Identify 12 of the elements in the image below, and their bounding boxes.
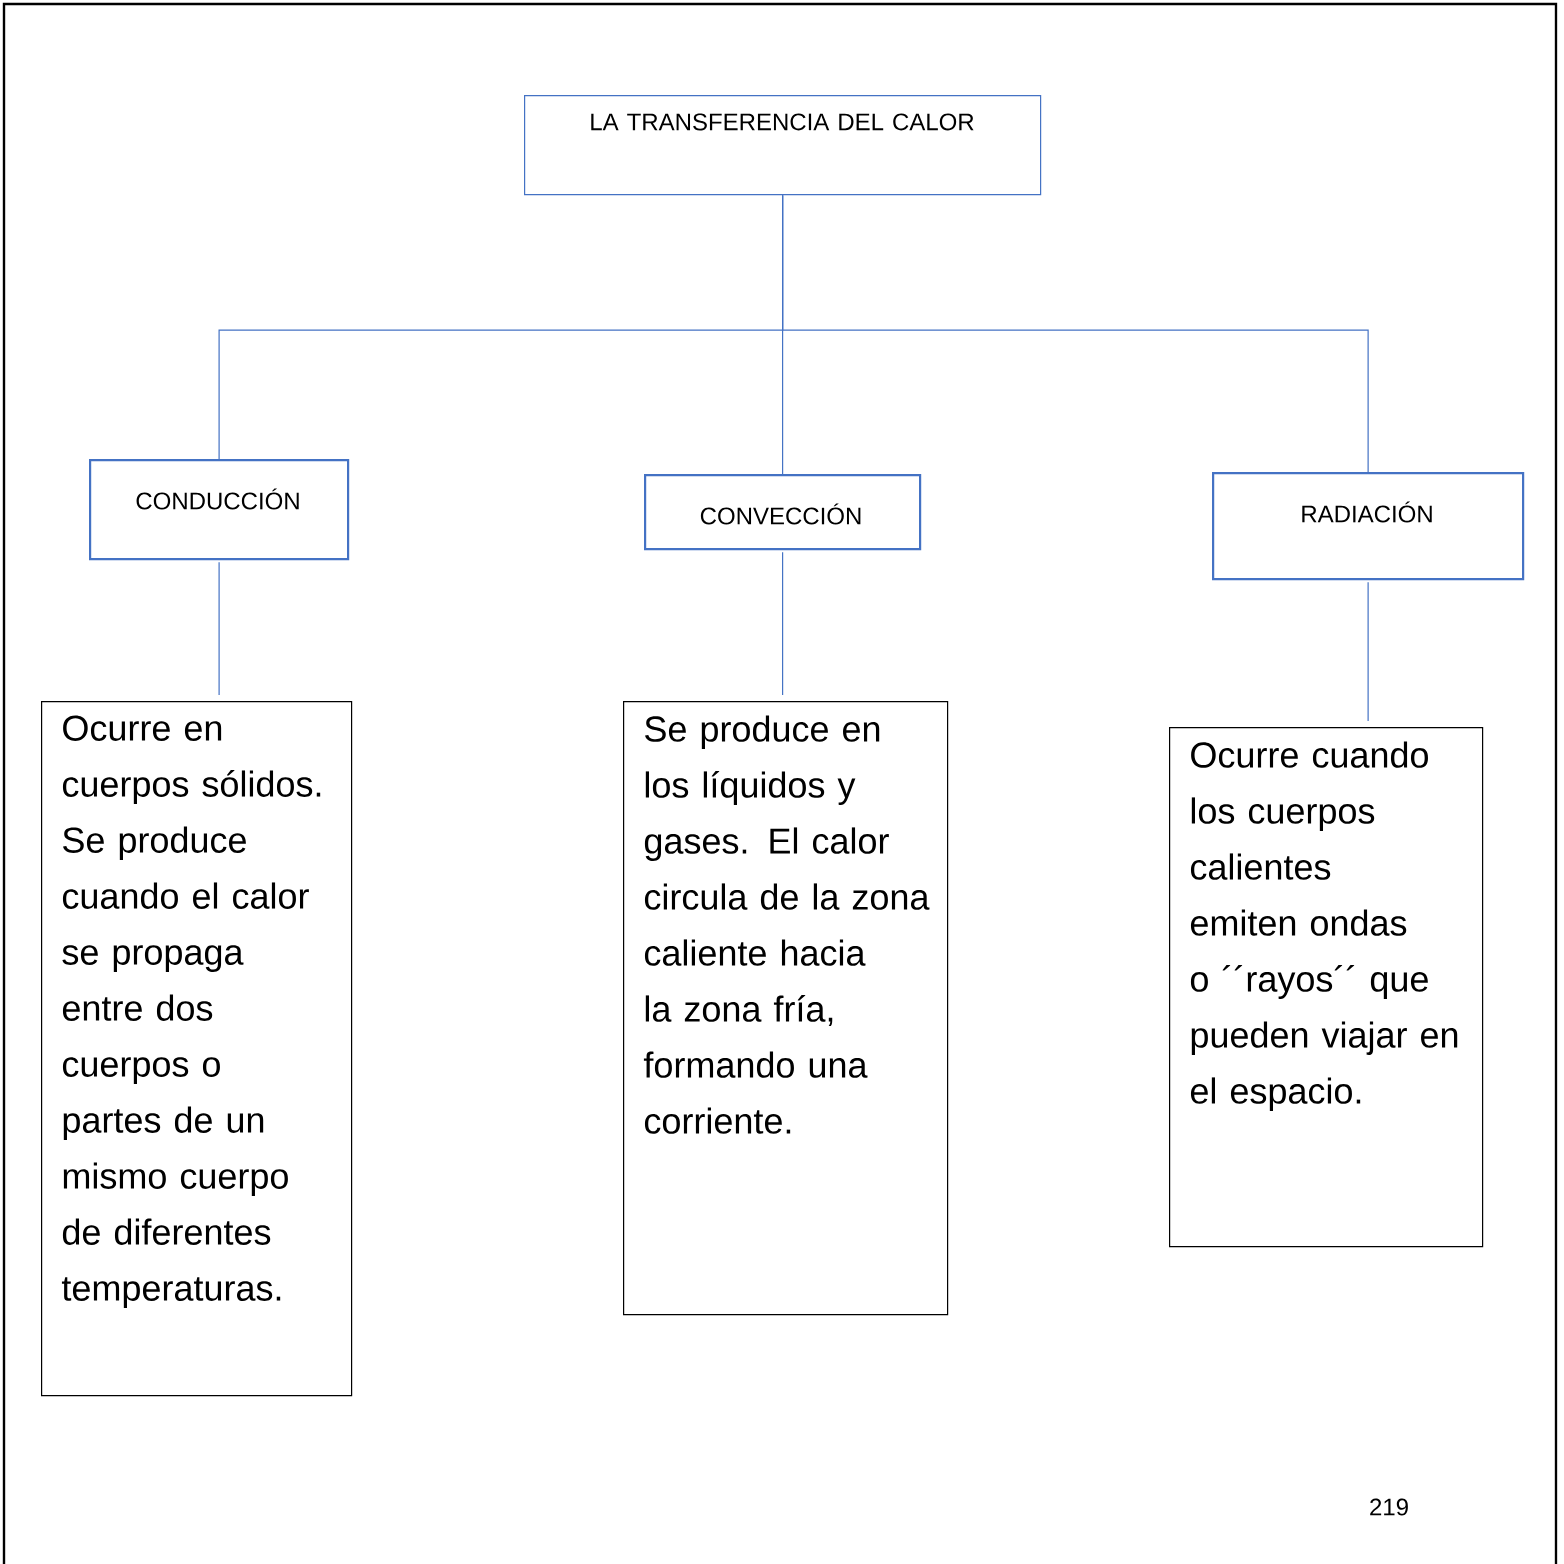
page-number: 219 xyxy=(1370,1498,1408,1516)
title-box: LA TRANSFERENCIA DEL CALOR xyxy=(524,95,1042,196)
description-box: Ocurre cuando los cuerpos calientes emiten ondas o ´´rayos´´ que pueden viajar en el espacio. xyxy=(1169,727,1484,1248)
category-box: CONVECCIÓN xyxy=(644,474,922,551)
category-box: RADIACIÓN xyxy=(1212,472,1525,581)
connector-line xyxy=(782,551,784,696)
description-box: Ocurre en cuerpos sólidos. Se produce cuando el calor se propaga entre dos cuerpos o partes de un mismo cuerpo de diferentes temperaturas. xyxy=(41,701,353,1397)
connector-line xyxy=(1367,581,1369,722)
connector-line xyxy=(218,561,220,696)
connector-line xyxy=(782,194,1369,473)
category-box: CONDUCCIÓN xyxy=(89,459,350,561)
description-box: Se produce en los líquidos y gases. El calor circula de la zona caliente hacia la zona fría, formando una corriente. xyxy=(623,701,949,1316)
